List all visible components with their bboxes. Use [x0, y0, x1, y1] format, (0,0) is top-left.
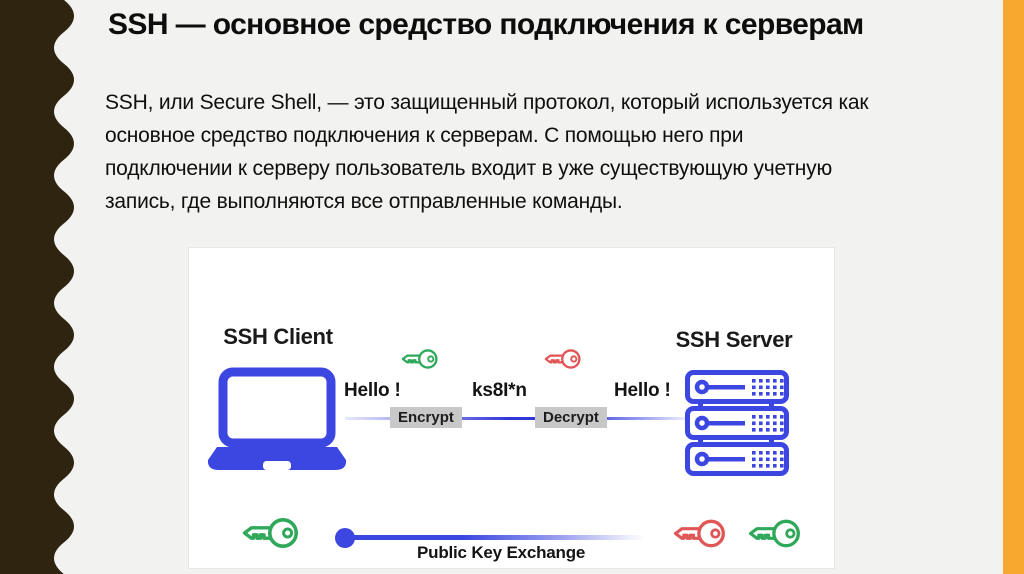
server-label: SSH Server	[675, 327, 793, 352]
laptop-icon	[207, 367, 347, 470]
body-line: SSH, или Secure Shell, — это защищенный …	[105, 91, 869, 114]
body-line: запись, где выполняются все отправленные…	[105, 190, 623, 213]
decrypt-label: Decrypt	[535, 407, 607, 428]
client-label: SSH Client	[223, 324, 333, 349]
encrypt-label: Encrypt	[390, 407, 462, 428]
red-key-icon	[673, 519, 725, 548]
green-key-icon	[748, 519, 800, 548]
cipher-text: ks8I*n	[472, 380, 527, 401]
body-line: подключении к серверу пользователь входи…	[105, 157, 832, 180]
green-key-icon	[242, 517, 299, 549]
exchange-dot	[335, 528, 355, 548]
hello-right-label: Hello !	[614, 380, 671, 401]
connection-line	[345, 417, 686, 420]
server-rack-icon	[685, 370, 789, 476]
slide-title: SSH — основное средство подключения к се…	[108, 8, 864, 41]
right-accent-stripe	[1003, 0, 1024, 574]
red-key-icon	[544, 349, 581, 369]
slide-body: SSH, или Secure Shell, — это защищенный …	[105, 86, 985, 218]
body-line: основное средство подключения к серверам…	[105, 124, 744, 147]
public-key-exchange-label: Public Key Exchange	[417, 543, 586, 562]
hello-left-label: Hello !	[344, 380, 401, 401]
ssh-diagram: SSH Client SSH Server Hello ! ks8I*n Hel…	[188, 247, 835, 569]
green-key-icon	[401, 349, 438, 369]
exchange-line	[352, 535, 644, 540]
left-wave-border	[0, 0, 74, 574]
